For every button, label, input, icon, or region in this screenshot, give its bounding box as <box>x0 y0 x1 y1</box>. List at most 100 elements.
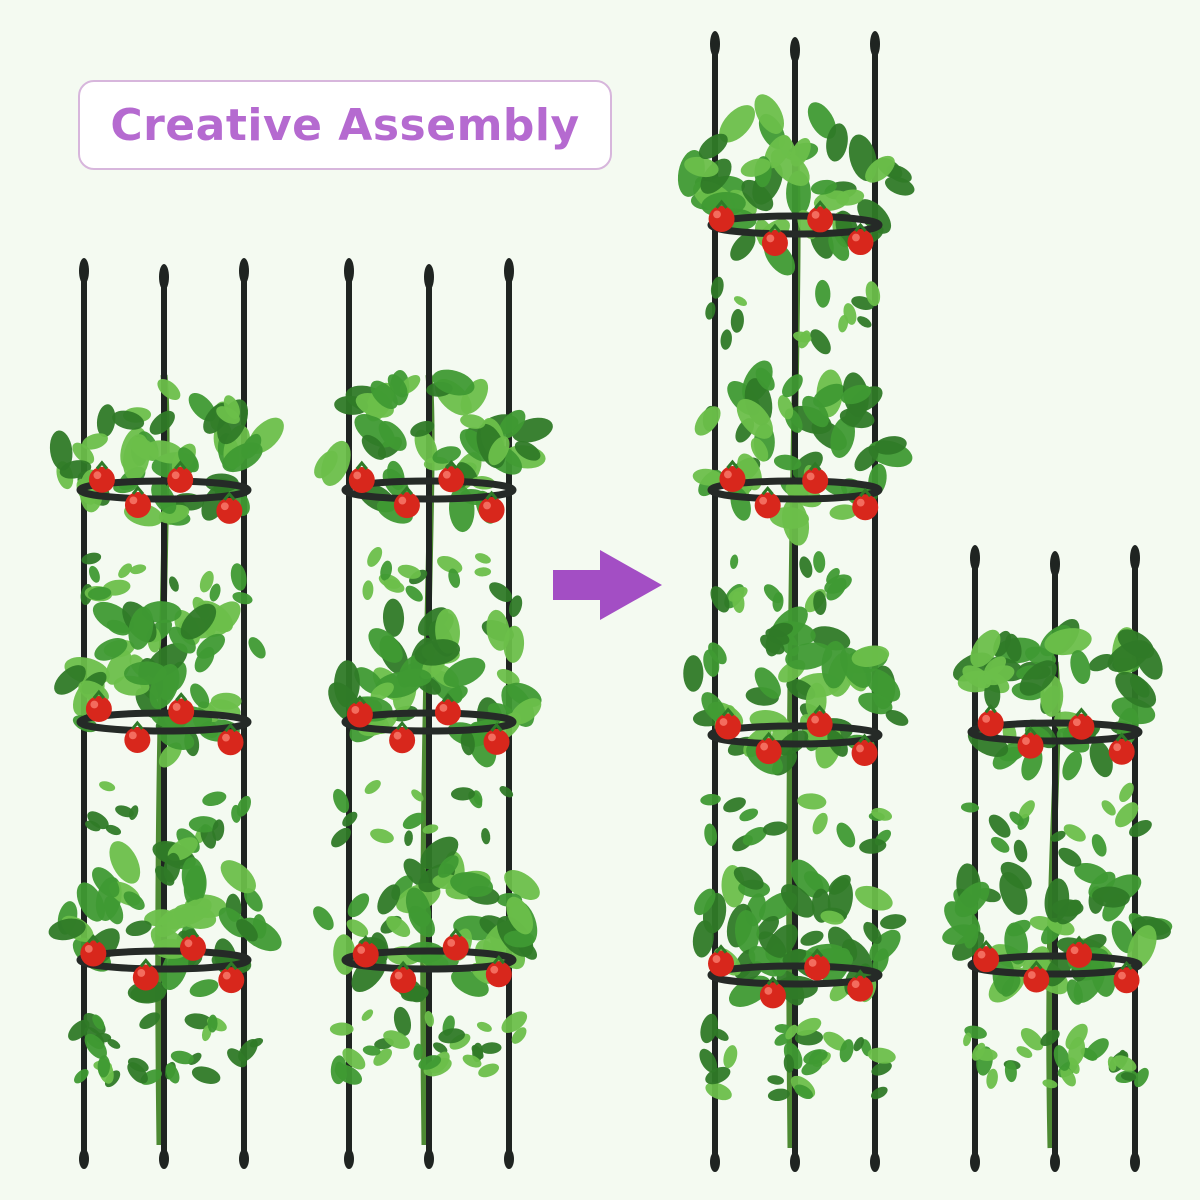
leaf <box>189 979 219 998</box>
leaf <box>168 626 196 654</box>
leaf <box>999 872 1028 915</box>
leaf <box>730 232 756 261</box>
tomato <box>390 960 417 994</box>
tomato <box>1068 707 1095 740</box>
leaf <box>386 916 411 937</box>
tomato <box>806 704 833 738</box>
tomato <box>1113 960 1140 994</box>
leaf <box>397 564 421 579</box>
leaf <box>992 742 1022 770</box>
leaf <box>813 383 846 408</box>
leaf <box>839 1039 854 1063</box>
leaf <box>333 788 350 813</box>
tomato <box>851 733 878 767</box>
leaf <box>362 1045 381 1056</box>
tomato-foliage <box>328 598 542 768</box>
leaf <box>1058 847 1082 867</box>
leaf-sprigs <box>329 1009 527 1085</box>
leaf <box>405 887 432 928</box>
leaf <box>48 918 86 941</box>
leaf <box>157 378 181 401</box>
leaf <box>478 1063 500 1078</box>
leaf <box>422 824 439 834</box>
leaf <box>1120 1072 1137 1081</box>
leaf <box>871 807 893 821</box>
leaf <box>754 94 785 135</box>
tomato <box>719 459 746 493</box>
support-ring <box>76 947 252 973</box>
leaf <box>810 179 837 195</box>
leaf <box>1042 1079 1058 1089</box>
leaf <box>347 893 370 918</box>
leaf <box>854 445 879 472</box>
leaf <box>1129 820 1152 837</box>
leaf <box>719 105 755 143</box>
leaf <box>398 668 432 687</box>
leaf <box>123 891 145 910</box>
leaf <box>49 430 73 471</box>
leaf <box>1111 920 1134 954</box>
leaf <box>773 454 802 471</box>
leaf <box>701 692 726 722</box>
leaf <box>443 657 486 688</box>
leaf <box>754 667 781 699</box>
leaf <box>361 1009 374 1021</box>
leaf <box>803 1049 828 1065</box>
leaf <box>698 133 728 160</box>
leaf <box>92 1014 105 1030</box>
tomato <box>847 222 874 256</box>
tomato <box>389 720 416 754</box>
leaf <box>826 123 848 162</box>
leaf <box>763 584 783 604</box>
support-ring <box>76 477 252 503</box>
leaf <box>962 665 992 689</box>
leaf <box>720 329 732 350</box>
leaf <box>1115 671 1157 708</box>
leaf <box>1044 628 1092 656</box>
leaf <box>785 642 833 670</box>
leaf <box>704 823 718 847</box>
leaf <box>838 315 849 333</box>
tomato <box>132 958 159 991</box>
leaf <box>139 1012 161 1030</box>
tomato-cage <box>677 31 915 1172</box>
tomato <box>168 692 195 725</box>
leaf <box>496 669 520 686</box>
tomato <box>438 459 465 493</box>
leaf <box>481 828 491 845</box>
leaf <box>767 1075 784 1085</box>
leaf <box>1005 633 1022 662</box>
leaf <box>971 1042 986 1061</box>
leaf <box>74 1069 89 1084</box>
leaf <box>331 827 351 848</box>
leaf <box>824 574 852 594</box>
tomato <box>759 976 786 1009</box>
leaf <box>480 1042 502 1054</box>
leaf <box>1115 802 1139 828</box>
leaf <box>128 606 154 650</box>
leaf <box>741 179 774 212</box>
leaf <box>501 1011 528 1033</box>
leaf <box>165 1063 180 1084</box>
tomato <box>124 720 151 753</box>
leaf <box>248 637 266 659</box>
leaf <box>1060 1066 1076 1087</box>
leaf <box>1062 751 1082 781</box>
leaf <box>118 563 133 579</box>
leaf <box>798 330 811 349</box>
leaf <box>414 429 438 464</box>
leaf <box>960 802 980 813</box>
leaf-sprigs <box>710 551 852 616</box>
leaf <box>202 791 227 806</box>
leaf <box>209 583 221 602</box>
support-ring <box>76 709 252 735</box>
leaf <box>105 824 122 836</box>
leaf <box>1020 1028 1044 1051</box>
leaf <box>813 591 827 616</box>
leaf <box>812 812 828 835</box>
leaf <box>418 1055 442 1070</box>
leaf <box>89 565 100 583</box>
tomato <box>708 944 735 977</box>
leaf <box>370 682 394 701</box>
leaf <box>241 433 262 459</box>
